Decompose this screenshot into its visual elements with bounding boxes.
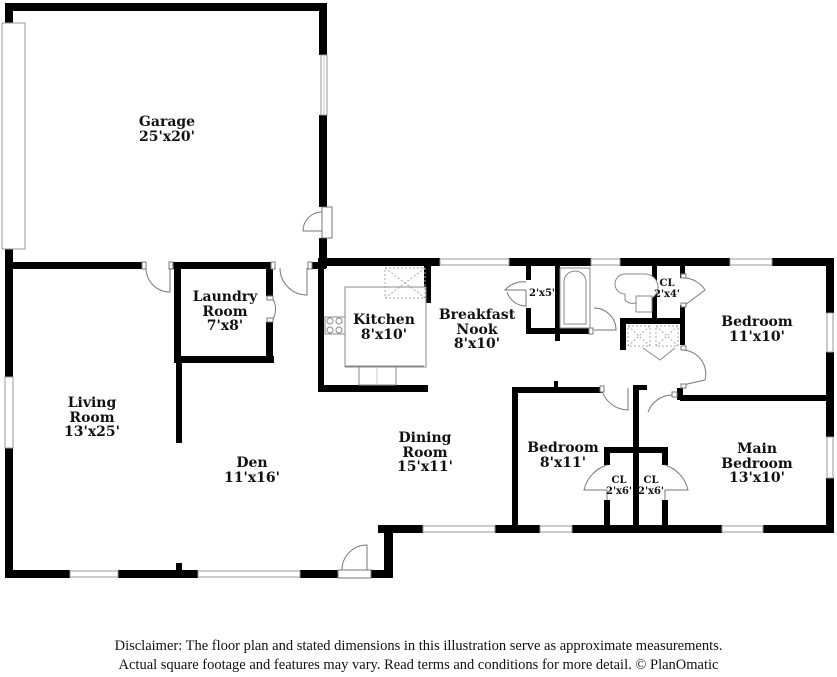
interior-walls <box>174 262 830 573</box>
kitchen-fixtures <box>324 267 427 386</box>
room-label-laundry: Laundry Room 7'x8' <box>192 289 258 335</box>
bathroom-fixtures <box>559 267 679 361</box>
interior-doors <box>141 261 707 579</box>
garage-entry-door <box>302 206 333 239</box>
closet-label-hall: 2'x5' <box>528 288 556 299</box>
room-label-kitchen: Kitchen 8'x10' <box>353 312 415 343</box>
room-label-main-bedroom: Main Bedroom 13'x10' <box>721 441 793 487</box>
room-label-den: Den 11'x16' <box>224 455 280 486</box>
garage-door-opening <box>1 22 26 250</box>
closet-label-main: CL 2'x6' <box>637 475 665 497</box>
closet-label-bedroom: CL 2'x6' <box>605 475 633 497</box>
room-label-dining-room: Dining Room 15'x11' <box>397 430 453 476</box>
room-label-bedroom-ne: Bedroom 11'x10' <box>721 314 793 345</box>
disclaimer-text: Disclaimer: The floor plan and stated di… <box>114 638 723 673</box>
closet-label-bath: CL 2'x4' <box>653 278 681 300</box>
room-label-garage: Garage 25'x20' <box>138 114 196 145</box>
room-label-living-room: Living Room 13'x25' <box>64 395 120 441</box>
floor-plan-drawing <box>1 3 834 579</box>
garage-side-window <box>320 54 328 116</box>
windows <box>4 258 834 578</box>
room-label-breakfast-nook: Breakfast Nook 8'x10' <box>438 307 516 353</box>
garage-walls <box>5 3 327 268</box>
room-label-bedroom-s: Bedroom 8'x11' <box>527 440 599 471</box>
